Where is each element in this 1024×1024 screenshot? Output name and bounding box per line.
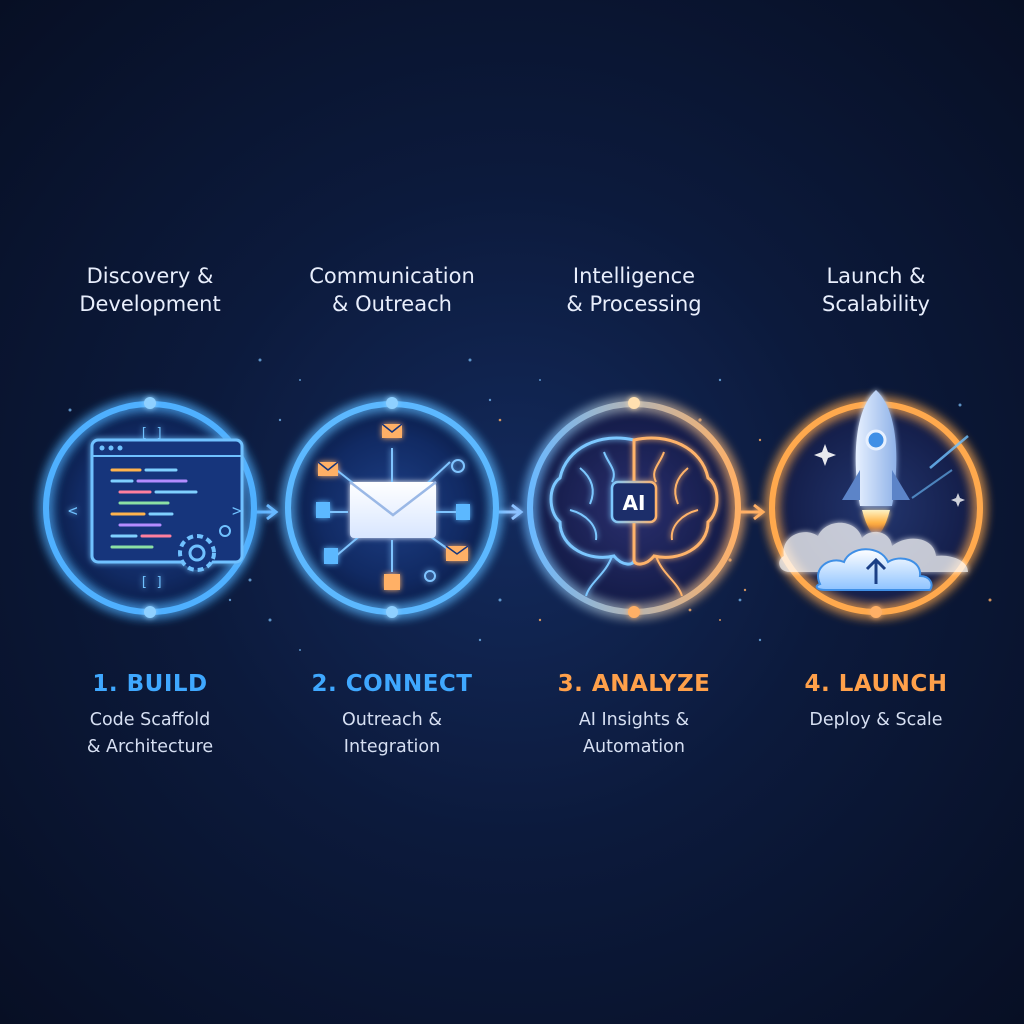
- step-1-top-dot: [144, 397, 156, 409]
- svg-text:[ ]: [ ]: [140, 426, 163, 441]
- step-3-node: AI: [527, 333, 741, 655]
- arrow-3-4: [740, 503, 766, 521]
- phase-title-1: Discovery & Development: [79, 264, 221, 316]
- connector-arrows: [255, 503, 766, 521]
- step-subtitle-2: Outreach & Integration: [342, 710, 442, 757]
- svg-text:>: >: [232, 501, 242, 520]
- step-4-bottom-dot: [870, 606, 882, 618]
- background-particles: [68, 358, 962, 651]
- step-3-top-dot: [628, 397, 640, 409]
- step-title-1: 1. BUILD: [92, 671, 208, 697]
- step-2-node: [285, 333, 499, 655]
- step-subtitle-1: Code Scaffold & Architecture: [86, 710, 214, 757]
- arrow-1-2: [255, 503, 279, 521]
- step-2-bottom-dot: [386, 606, 398, 618]
- phase-title-2: Communication & Outreach: [309, 264, 475, 316]
- arrow-2-3: [497, 503, 524, 521]
- orange-particles: [498, 418, 992, 622]
- ai-brain-icon: AI: [549, 436, 719, 597]
- step-title-2: 2. CONNECT: [311, 671, 473, 697]
- step-3-bottom-dot: [628, 606, 640, 618]
- step-2-top-dot: [386, 397, 398, 409]
- step-title-4: 4. LAUNCH: [804, 671, 948, 697]
- step-subtitle-3: AI Insights & Automation: [578, 710, 690, 757]
- step-title-3: 3. ANALYZE: [557, 671, 711, 697]
- phase-title-3: Intelligence & Processing: [566, 264, 702, 316]
- step-1-node: < > [ ] [ ]: [43, 333, 257, 655]
- envelope-network-icon: [316, 423, 470, 590]
- svg-text:[ ]: [ ]: [140, 575, 163, 590]
- svg-text:<: <: [68, 501, 78, 520]
- ai-chip-label: AI: [623, 491, 646, 515]
- step-subtitle-4: Deploy & Scale: [809, 710, 943, 730]
- phase-title-4: Launch & Scalability: [822, 264, 930, 316]
- step-4-node: [769, 333, 983, 655]
- code-scaffold-icon: < > [ ] [ ]: [68, 426, 244, 590]
- rocket-cloud-icon: [779, 390, 969, 591]
- step-1-bottom-dot: [144, 606, 156, 618]
